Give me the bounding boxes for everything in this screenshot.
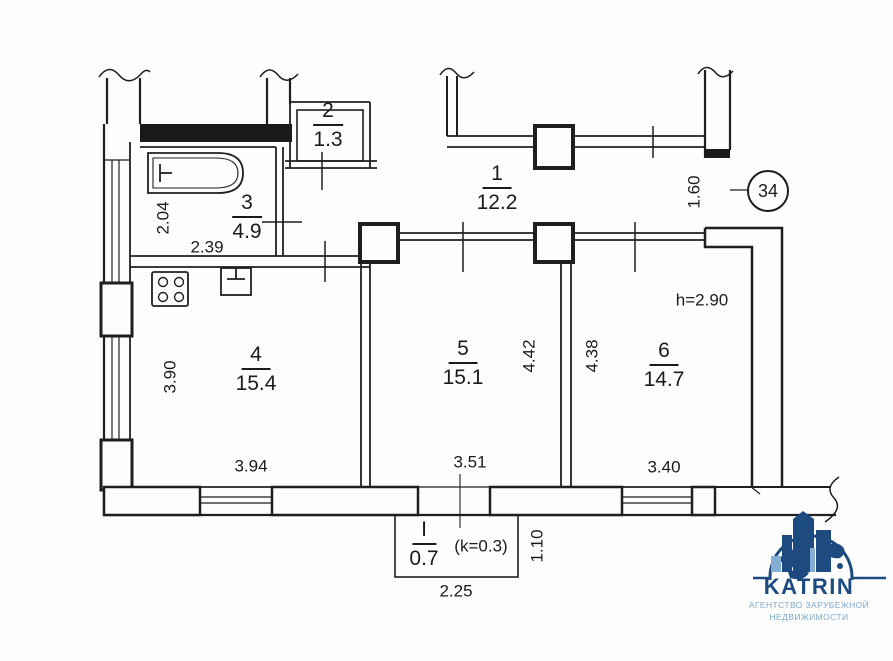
interior-walls: [130, 101, 705, 487]
room-number: 1: [482, 163, 512, 189]
room-area: 15.4: [235, 372, 277, 395]
room6-window: [622, 486, 692, 504]
dim-room6-width: 3.40: [647, 457, 681, 477]
dimension-leaders: [459, 189, 747, 528]
windows: [111, 160, 692, 504]
room-number: 6: [649, 340, 679, 366]
room2-walls: [285, 101, 377, 169]
wall-break-marks: [98, 66, 840, 523]
exterior-walls: [99, 70, 836, 517]
dim-room5-depth: 4.42: [519, 339, 539, 373]
logo-tagline-line1: АГЕНТСТВО ЗАРУБЕЖНОЙ: [748, 600, 870, 610]
dim-bathroom-width: 2.39: [190, 237, 224, 257]
dim-kitchen-depth: 3.90: [160, 360, 180, 394]
room-number: 5: [448, 338, 478, 364]
pillar: [533, 222, 575, 264]
room-area: 15.1: [442, 366, 484, 389]
door-ticks: [262, 126, 654, 282]
room-number: 4: [241, 344, 271, 370]
room-1-label: 1 12.2: [477, 163, 518, 214]
logo-brand-name: KATRIN: [763, 574, 855, 599]
dim-room6-depth: 4.38: [582, 339, 602, 373]
dim-kitchen-width: 3.94: [234, 456, 268, 476]
kitchen-bottom-window: [200, 486, 272, 504]
dim-room5-width: 3.51: [453, 452, 487, 472]
ceiling-height-note: h=2.90: [675, 290, 729, 310]
pillar: [358, 222, 400, 264]
pillar: [533, 124, 575, 170]
bathroom-window: [111, 160, 131, 283]
room-number: I: [412, 519, 436, 545]
dim-balcony-width: 2.25: [439, 581, 473, 601]
balcony-outline: [394, 514, 519, 578]
room-number: 3: [232, 192, 262, 218]
dim-entry-opening: 1.60: [684, 175, 704, 209]
dim-bathroom-depth: 2.04: [153, 201, 173, 235]
dim-balcony-depth: 1.10: [527, 529, 547, 563]
balcony-label: I 0.7: [409, 519, 438, 570]
room-area: 12.2: [476, 191, 518, 214]
room-4-label: 4 15.4: [236, 344, 277, 395]
room-6-label: 6 14.7: [644, 340, 685, 391]
buildings-icon: [771, 511, 831, 572]
balcony-coefficient-note: (k=0.3): [454, 536, 508, 556]
room-area: 14.7: [643, 368, 685, 391]
room-3-label: 3 4.9: [232, 192, 262, 243]
sink-icon: [220, 267, 252, 296]
pillars: [358, 124, 575, 264]
room-5-label: 5 15.1: [443, 338, 484, 389]
room-number: 2: [313, 100, 343, 126]
unit-number: 34: [757, 180, 779, 201]
room-2-label: 2 1.3: [313, 100, 343, 151]
stove-icon: [151, 271, 189, 307]
kitchen-left-window: [111, 336, 131, 440]
unit-number-badge: 34: [747, 170, 789, 212]
logo-tagline-line2: НЕДВИЖИМОСТИ: [769, 612, 849, 622]
room-area: 0.7: [409, 547, 439, 570]
bathtub: [147, 152, 244, 194]
logo-graphic: [753, 511, 886, 634]
room-area: 1.3: [313, 128, 343, 151]
room-area: 4.9: [232, 220, 262, 243]
